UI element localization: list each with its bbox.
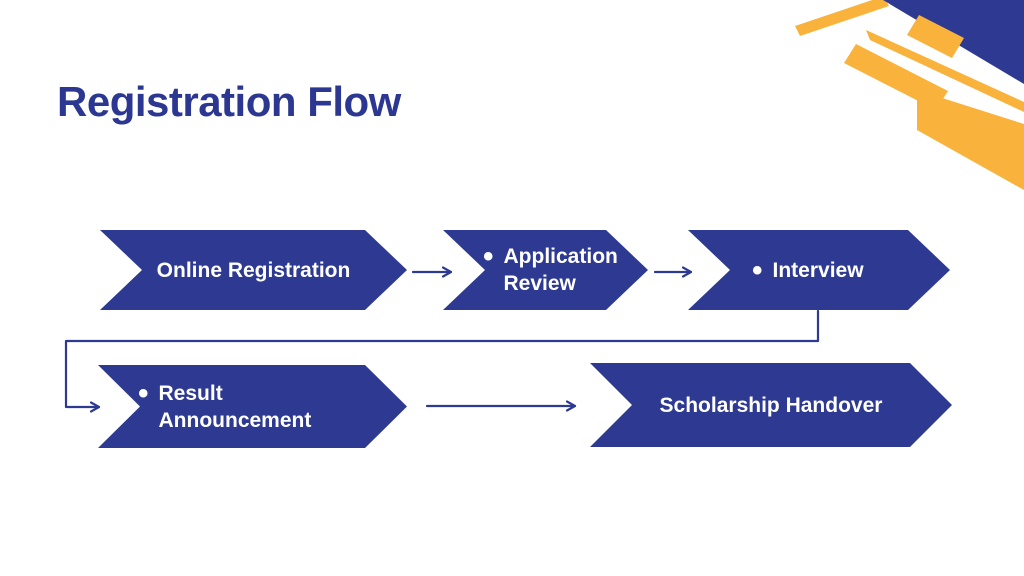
flow-step-online-registration: Online Registration: [100, 230, 407, 310]
deco-thin-stripe-top-left: [795, 0, 889, 36]
deco-thin-stripe-diagonal: [866, 30, 1024, 112]
step-label: Scholarship Handover: [659, 393, 883, 417]
bullet-icon: •: [138, 376, 149, 410]
flow-step-scholarship-handover: Scholarship Handover: [590, 363, 952, 447]
connector-step3-to-step4: [64, 309, 820, 413]
flow-step-interview: • Interview: [688, 230, 950, 310]
deco-wide-yellow-band: [917, 90, 1024, 190]
slide-title: Registration Flow: [57, 78, 401, 125]
flow-step-result-announcement: • Result Announcement: [98, 365, 407, 448]
step-label-line1: Result: [158, 381, 223, 405]
step-label: Online Registration: [156, 258, 351, 282]
flow-step-application-review: • Application Review: [443, 230, 648, 310]
deco-yellow-parallelogram-top: [907, 15, 964, 58]
bullet-icon: •: [483, 240, 494, 273]
flow-connectors: [64, 266, 820, 413]
step-label-line2: Announcement: [158, 408, 312, 432]
step-label-line1: Application: [503, 245, 618, 268]
step-label-line2: Review: [503, 272, 576, 295]
corner-decoration: [795, 0, 1024, 190]
bullet-icon: •: [752, 253, 763, 287]
step-label: Interview: [772, 258, 864, 282]
